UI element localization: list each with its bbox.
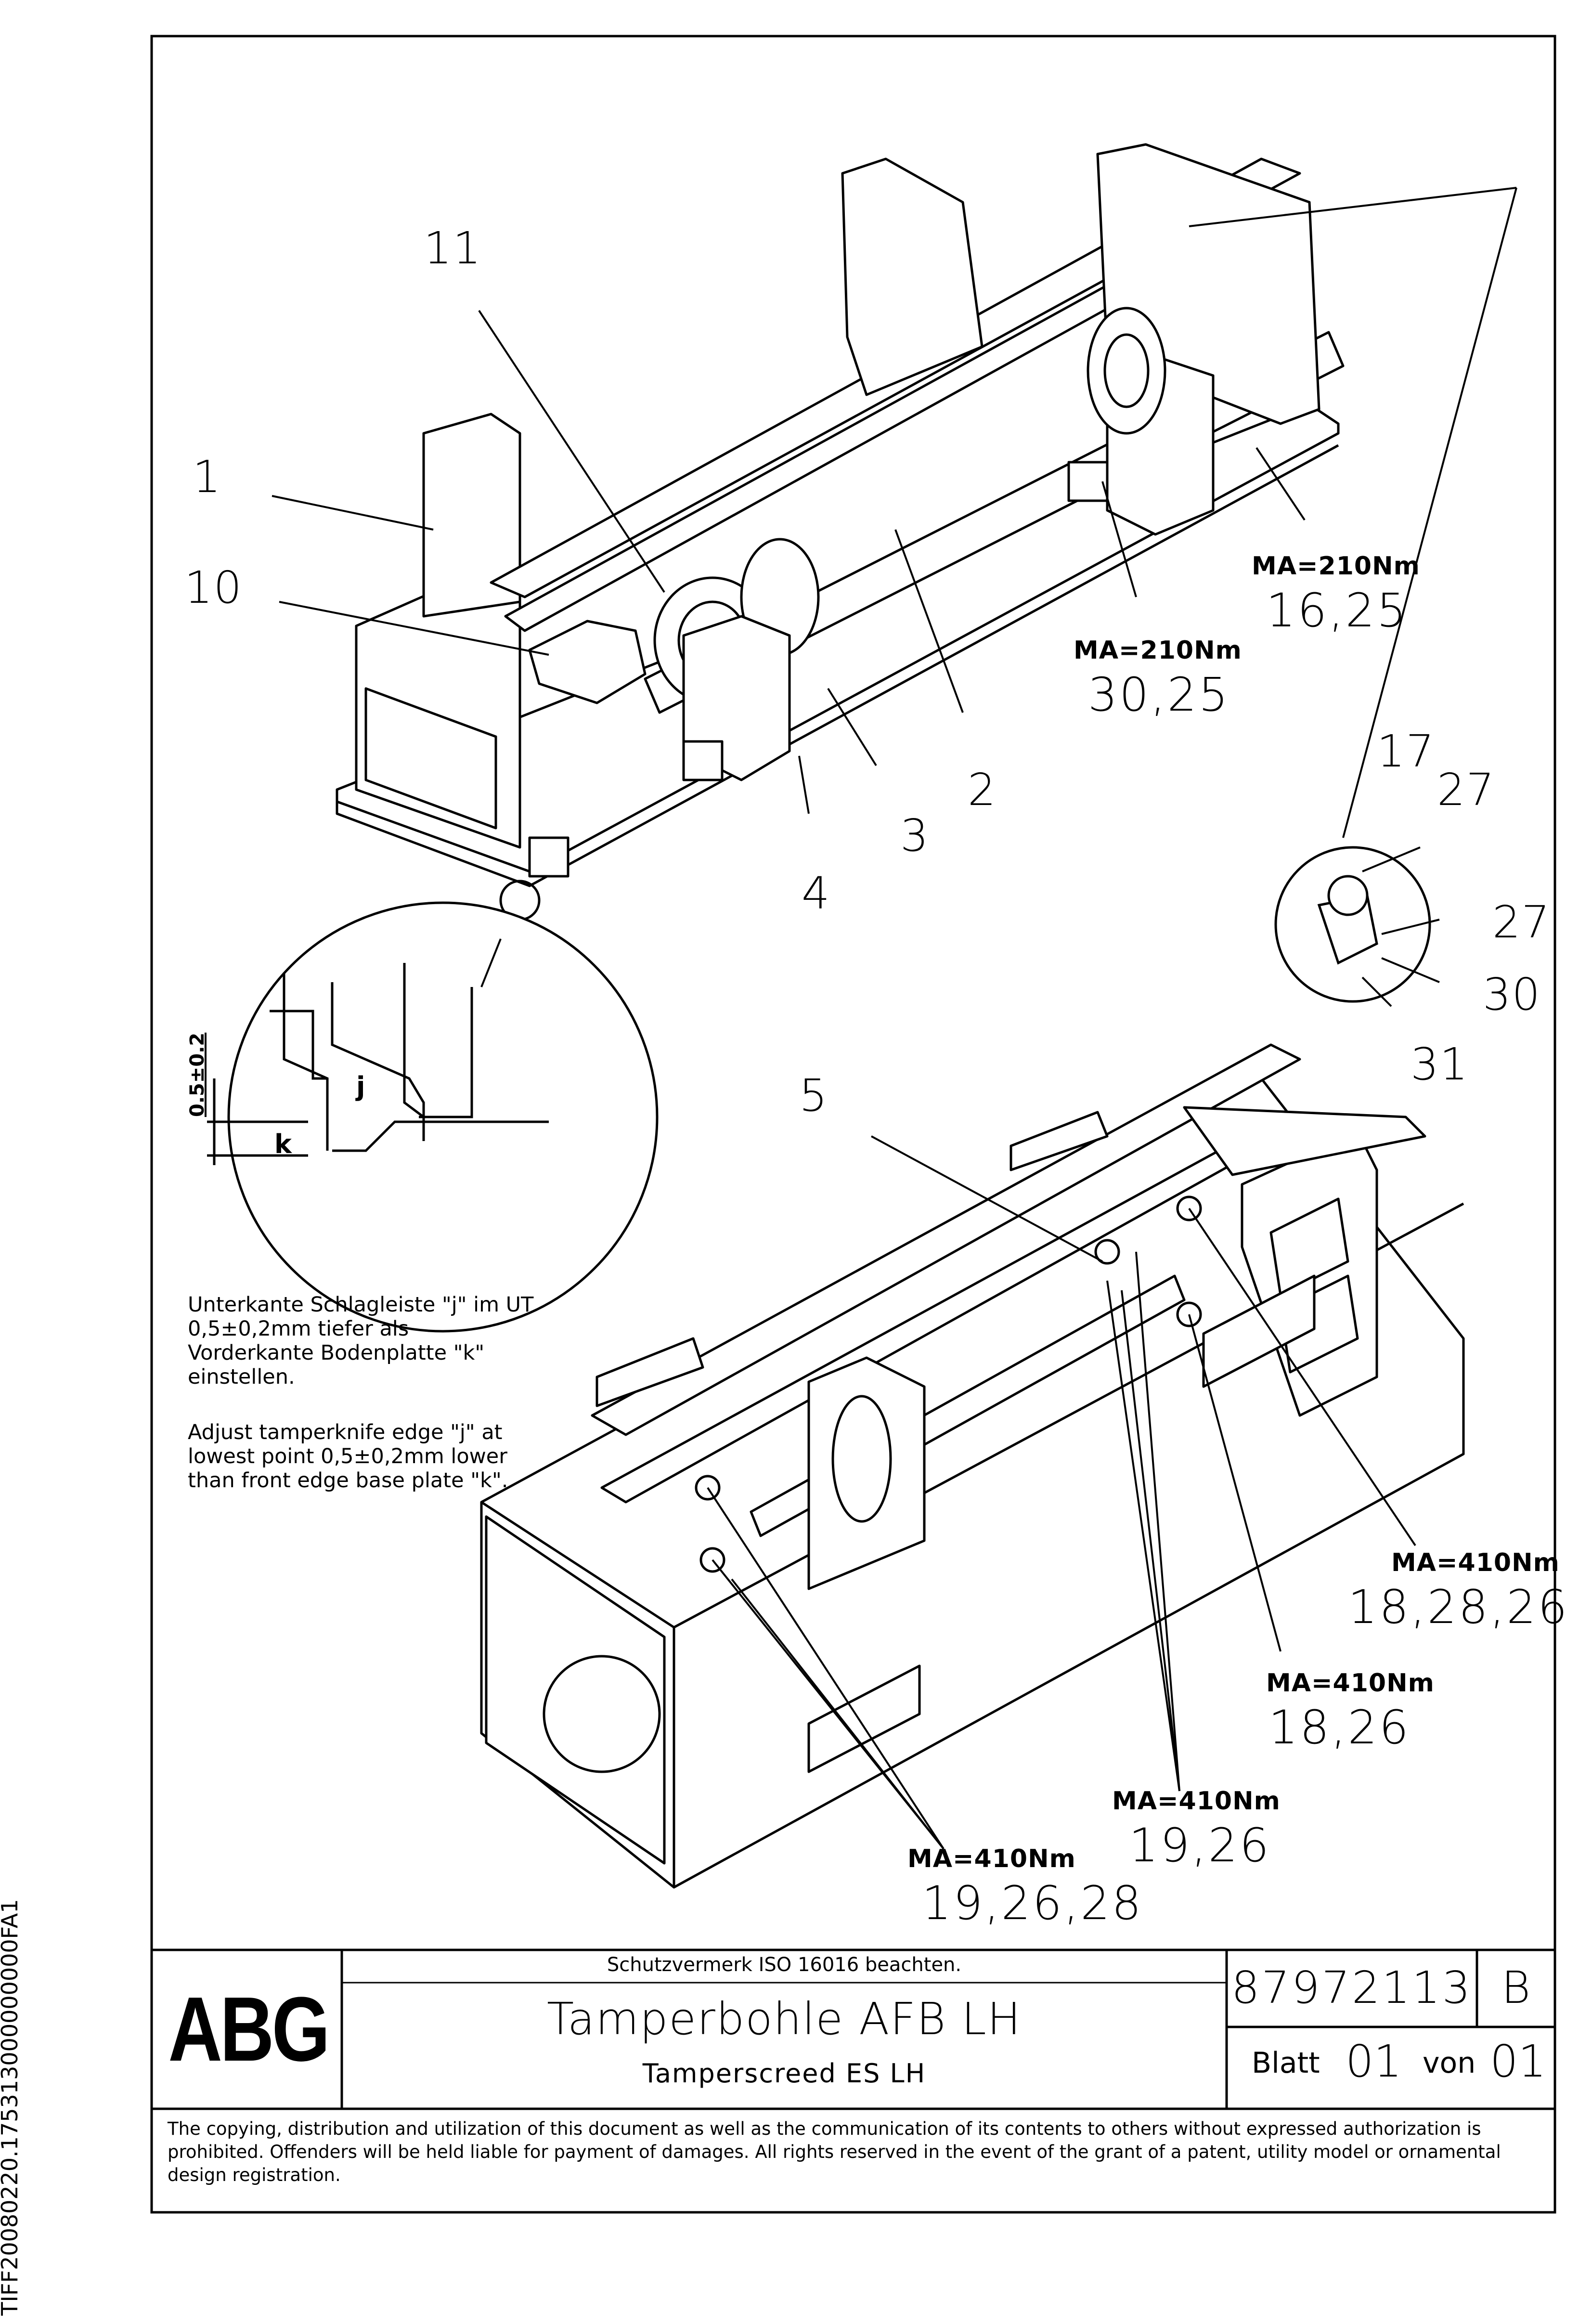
sheet-total: 01 bbox=[1490, 2036, 1547, 2087]
sheet-border bbox=[150, 35, 1556, 2214]
callout-2: 2 bbox=[968, 764, 997, 816]
callout-1: 1 bbox=[193, 451, 222, 503]
abg-logo: ABG bbox=[168, 1978, 330, 2080]
leader-lines bbox=[272, 187, 1517, 1850]
torque-label-1: MA=210Nm bbox=[1252, 552, 1420, 581]
torque-label-2: MA=210Nm bbox=[1074, 636, 1242, 665]
callout-31: 31 bbox=[1411, 1039, 1469, 1090]
sheet-label: Blatt bbox=[1252, 2046, 1320, 2080]
callout-4: 4 bbox=[802, 868, 831, 919]
dimension-tolerance: 0.5±0.2 bbox=[186, 1032, 208, 1117]
drawing-title-en: Tamperscreed ES LH bbox=[642, 2058, 926, 2089]
callout-27-a: 27 bbox=[1437, 764, 1496, 816]
torque-value-5: 19,26 bbox=[1129, 1818, 1271, 1872]
torque-label-6: MA=410Nm bbox=[907, 1844, 1076, 1873]
callout-3: 3 bbox=[900, 810, 930, 861]
copyright-notice: The copying, distribution and utilizatio… bbox=[168, 2118, 1501, 2185]
torque-value-1: 16,25 bbox=[1266, 584, 1408, 637]
drawing-sheet bbox=[150, 35, 1556, 2214]
lower-assembly-drawing bbox=[480, 1043, 1465, 1889]
torque-value-2: 30,25 bbox=[1088, 668, 1230, 722]
part-number: 87972113 bbox=[1231, 1962, 1473, 2013]
torque-label-4: MA=410Nm bbox=[1266, 1669, 1435, 1698]
detail-view-bolt bbox=[1274, 846, 1431, 1003]
detail-view-knife-edge bbox=[207, 880, 659, 1333]
protection-note: Schutzvermerk ISO 16016 beachten. bbox=[607, 1954, 962, 1976]
torque-value-3: 18,28,26 bbox=[1348, 1580, 1569, 1634]
torque-value-6: 19,26,28 bbox=[922, 1876, 1143, 1930]
of-label: von bbox=[1423, 2046, 1476, 2080]
sheet-number: 01 bbox=[1346, 2036, 1402, 2087]
callout-11: 11 bbox=[424, 222, 482, 274]
callout-5: 5 bbox=[799, 1070, 828, 1121]
callout-10: 10 bbox=[184, 562, 243, 613]
upper-assembly-drawing bbox=[336, 143, 1345, 887]
callout-17: 17 bbox=[1377, 726, 1436, 777]
drawing-file-code: TIFF20080220.175313000000000FA1 bbox=[0, 1899, 23, 2316]
note-english: Adjust tamperknife edge "j" at lowest po… bbox=[188, 1420, 508, 1493]
callout-27-b: 27 bbox=[1492, 896, 1551, 948]
drawing-title-de: Tamperbohle AFB LH bbox=[547, 1993, 1022, 2045]
note-german: Unterkante Schlagleiste "j" im UT 0,5±0,… bbox=[188, 1293, 534, 1389]
torque-value-4: 18,26 bbox=[1268, 1701, 1411, 1754]
torque-label-5: MA=410Nm bbox=[1112, 1787, 1281, 1816]
revision: B bbox=[1501, 1962, 1531, 2013]
label-j: j bbox=[356, 1071, 365, 1102]
torque-label-3: MA=410Nm bbox=[1391, 1548, 1560, 1577]
label-k: k bbox=[274, 1129, 292, 1159]
callout-30: 30 bbox=[1483, 969, 1541, 1020]
